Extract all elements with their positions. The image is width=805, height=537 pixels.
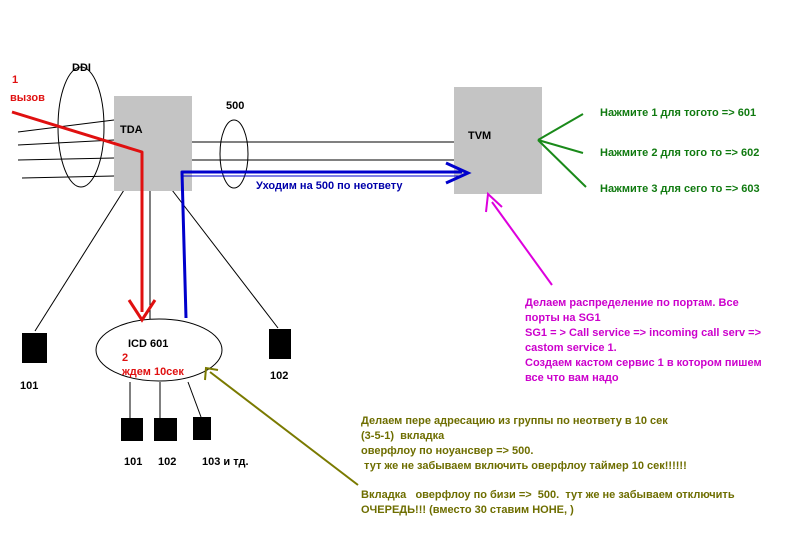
tda-box xyxy=(114,96,192,191)
tvm-box xyxy=(454,87,542,194)
ext-101-label: 101 xyxy=(20,380,39,392)
blue-overflow-path xyxy=(180,170,462,319)
ext-102-label: 102 xyxy=(270,370,289,382)
wiring xyxy=(17,119,454,418)
call-number-label: 1 xyxy=(12,74,19,86)
handset-sub-101 xyxy=(121,418,143,441)
handset-101 xyxy=(22,333,47,363)
redirect-note: Делаем пере адресацию из группы по неотв… xyxy=(361,415,687,472)
sub-103-label: 103 и тд. xyxy=(202,456,249,468)
magenta-pointer xyxy=(491,201,553,286)
port-distribution-note: Делаем распределение по портам. Все порт… xyxy=(525,297,762,384)
handset-sub-103 xyxy=(193,417,211,440)
port-500-label: 500 xyxy=(226,100,245,112)
icd-label: ICD 601 xyxy=(128,338,169,350)
red-arrowhead xyxy=(127,299,157,323)
blue-arrowhead xyxy=(445,161,472,185)
red-call-path xyxy=(11,110,144,312)
handset-sub-102 xyxy=(154,418,177,441)
ddi-label: DDI xyxy=(72,62,91,74)
green-menu-lines xyxy=(537,113,587,188)
wait-number-label: 2 xyxy=(122,352,129,364)
olive-pointer xyxy=(209,371,359,486)
icd-601-ellipse xyxy=(95,318,223,382)
overflow-note: Уходим на 500 по неответу xyxy=(256,180,403,192)
menu-option-3: Нажмите 3 для сего то => 603 xyxy=(600,183,760,195)
tvm-label: TVM xyxy=(468,130,492,142)
handset-102 xyxy=(269,329,291,359)
busy-overflow-note: Вкладка оверфлоу по бизи => 500. тут же … xyxy=(361,489,735,516)
sub-101-label: 101 xyxy=(124,456,143,468)
menu-option-2: Нажмите 2 для того то => 602 xyxy=(600,147,760,159)
tda-label: TDA xyxy=(120,124,143,136)
sub-102-label: 102 xyxy=(158,456,177,468)
menu-option-1: Нажмите 1 для тогото => 601 xyxy=(600,107,757,119)
call-word-label: вызов xyxy=(10,92,45,104)
wait-text-label: ждем 10сек xyxy=(122,366,184,378)
port-500-ellipse xyxy=(219,119,249,189)
